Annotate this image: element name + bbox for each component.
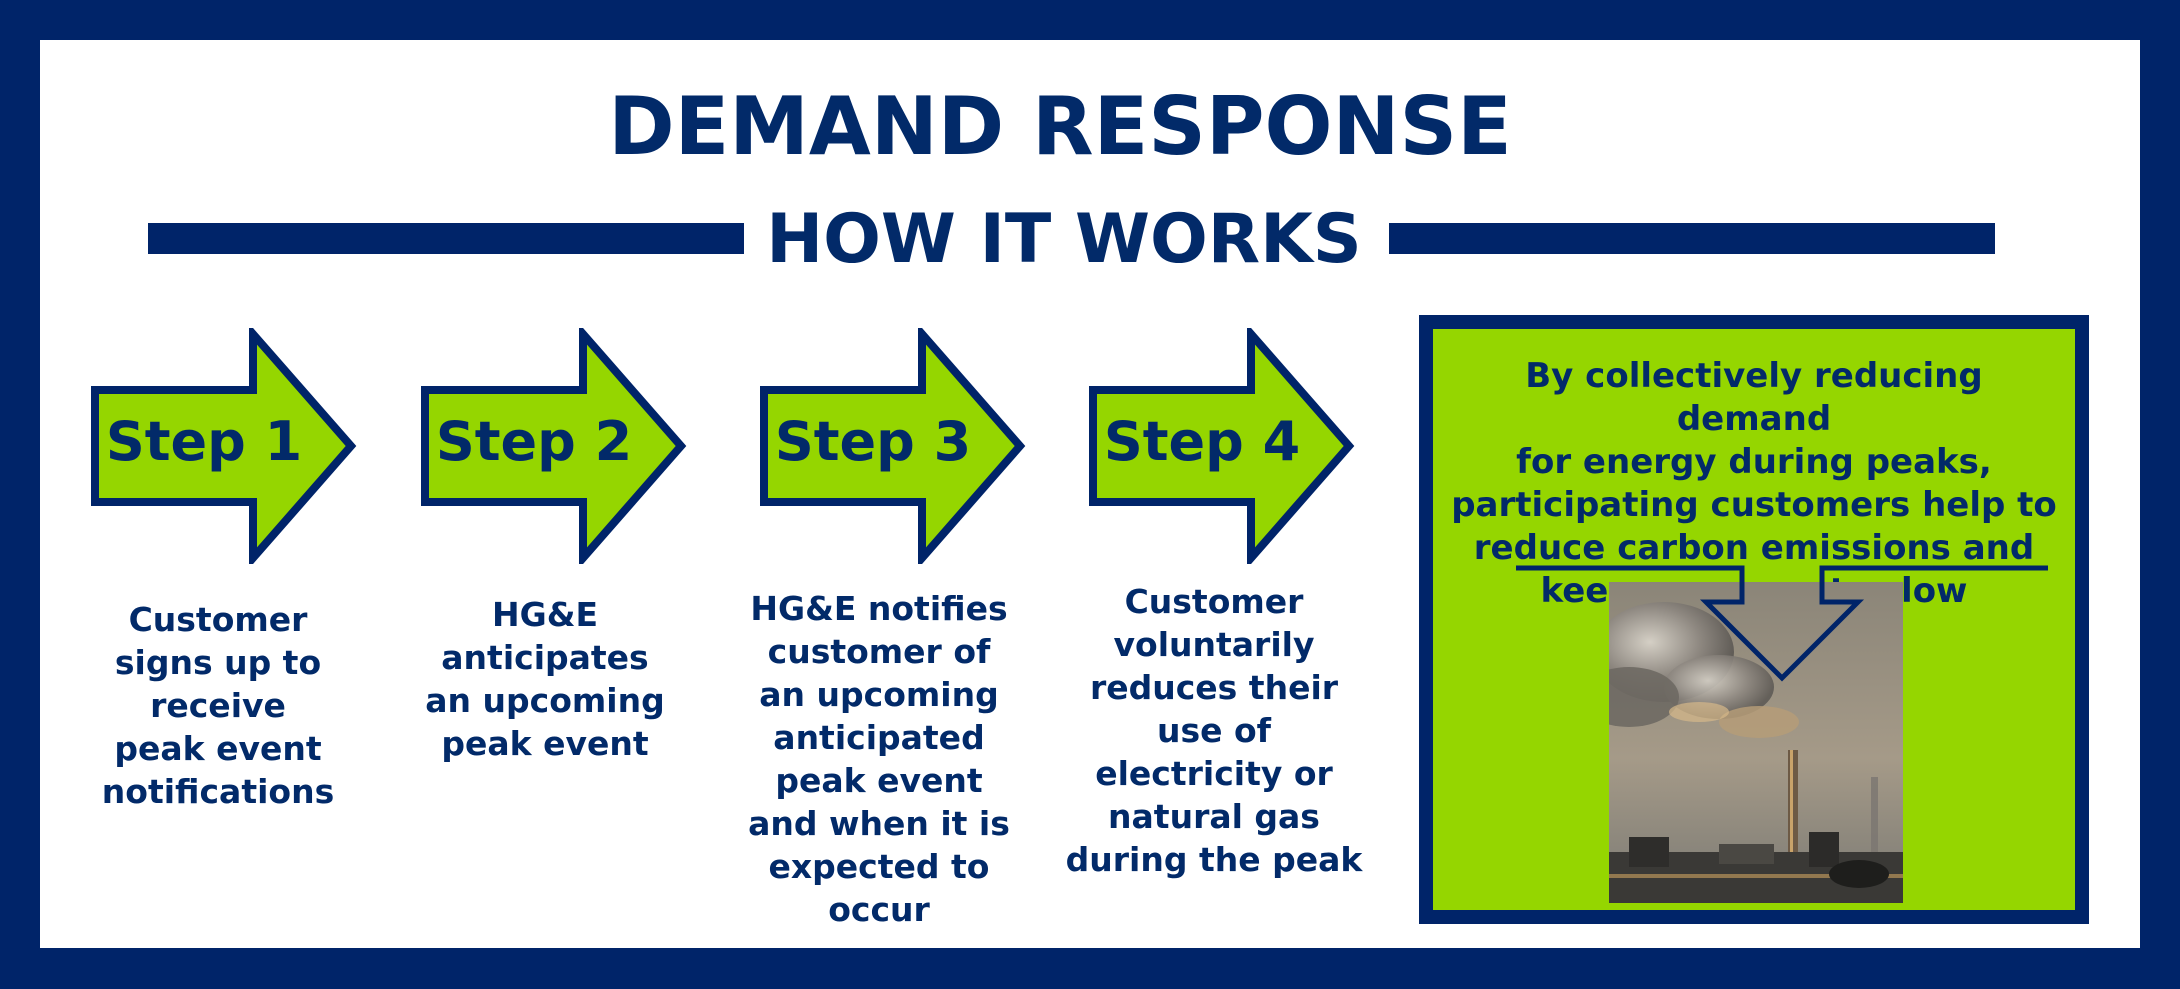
step-2-description-line: anticipates (441, 638, 649, 677)
step-4-description-line: reduces their (1089, 668, 1339, 707)
result-down-arrow (1516, 565, 2048, 685)
step-3-description-line: anticipated (773, 718, 985, 757)
step-3-description-line: and when it is (748, 804, 1010, 843)
step-3-label: Step 3 (774, 410, 972, 473)
step-2-description-line: an upcoming (425, 681, 665, 720)
result-statement-line: participating customers help to (1451, 485, 2057, 525)
step-arrow-shape (760, 328, 1026, 564)
left-title-rule (148, 223, 744, 254)
step-2-arrow: Step 2 (421, 328, 687, 564)
result-box: By collectively reducing demand for ener… (1419, 315, 2089, 924)
step-3-description-line: expected to (768, 847, 990, 886)
step-2-label: Step 2 (435, 410, 633, 473)
step-1-description: Customer signs up to receive peak event … (68, 598, 368, 813)
result-statement-line: By collectively reducing demand (1525, 356, 1983, 439)
step-3-description: HG&E notifies customer of an upcoming an… (729, 587, 1029, 931)
step-3-description-line: customer of (767, 632, 991, 671)
step-4-description: Customer voluntarily reduces their use o… (1064, 580, 1364, 881)
step-1-description-line: peak event (114, 729, 322, 768)
step-3-arrow: Step 3 (760, 328, 1026, 564)
result-statement-line: for energy during peaks, (1516, 442, 1992, 482)
step-4-description-line: Customer (1124, 582, 1304, 621)
step-4-description-line: during the peak (1065, 840, 1363, 879)
diagram-subtitle: HOW IT WORKS (766, 200, 1362, 279)
step-4-description-line: natural gas (1108, 797, 1320, 836)
step-arrow-shape (421, 328, 687, 564)
right-title-rule (1389, 223, 1995, 254)
step-4-description-line: electricity or (1095, 754, 1333, 793)
step-3-description-line: peak event (775, 761, 983, 800)
step-2-description-line: HG&E (491, 595, 599, 634)
step-2-description: HG&E anticipates an upcoming peak event (395, 593, 695, 765)
down-arrow-shape (1516, 565, 2048, 682)
step-1-description-line: receive (150, 686, 286, 725)
step-3-description-line: occur (828, 890, 930, 929)
step-1-description-line: notifications (101, 772, 335, 811)
step-3-description-line: HG&E notifies (750, 589, 1008, 628)
result-panel: By collectively reducing demand for ener… (1433, 329, 2075, 910)
step-3-description-line: an upcoming (759, 675, 999, 714)
step-arrow-shape (1089, 328, 1355, 564)
result-statement-line: reduce carbon emissions and (1473, 528, 2035, 568)
step-arrow-shape (91, 328, 357, 564)
step-1-description-line: signs up to (114, 643, 322, 682)
step-1-label: Step 1 (105, 410, 303, 473)
diagram-title: DEMAND RESPONSE (608, 80, 1512, 173)
step-1-arrow: Step 1 (91, 328, 357, 564)
step-1-description-line: Customer (128, 600, 308, 639)
step-4-description-line: voluntarily (1113, 625, 1315, 664)
smokestack-photo (1609, 582, 1903, 903)
step-4-description-line: use of (1156, 711, 1272, 750)
step-4-arrow: Step 4 (1089, 328, 1355, 564)
step-2-description-line: peak event (441, 724, 649, 763)
step-4-label: Step 4 (1103, 410, 1301, 473)
smokestack-image (1609, 582, 1903, 903)
